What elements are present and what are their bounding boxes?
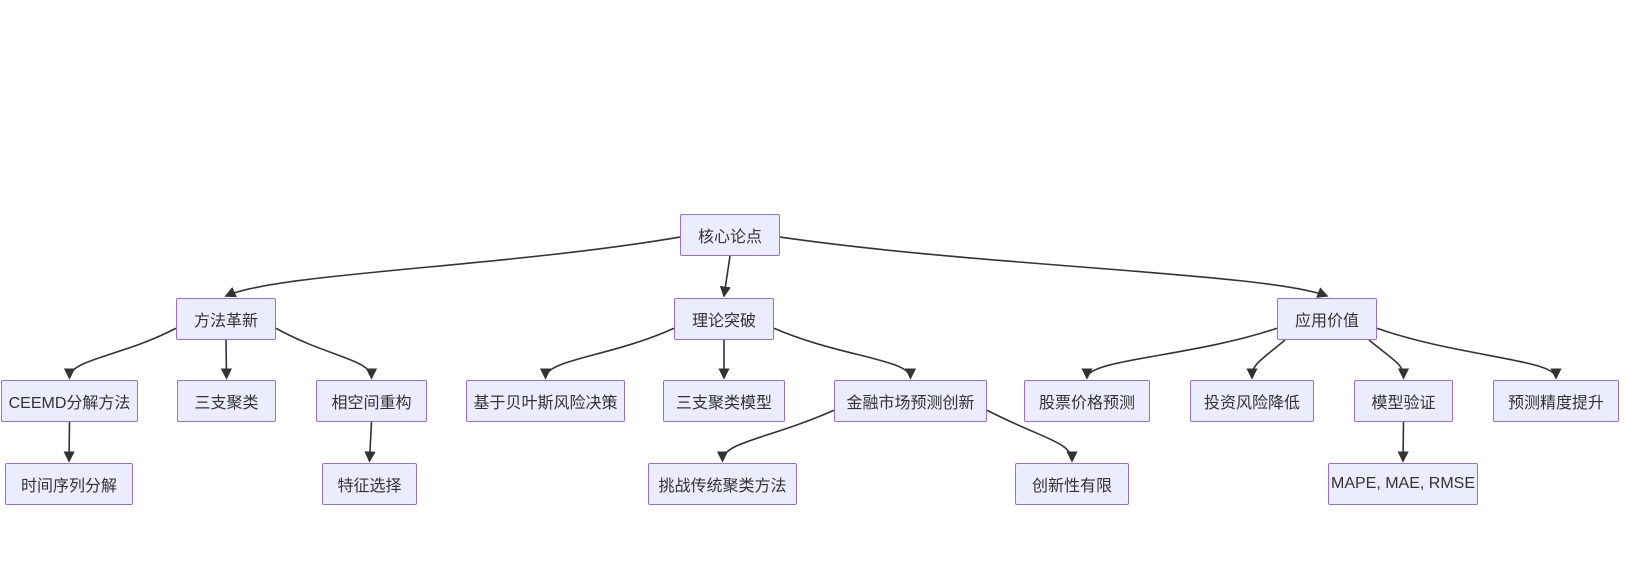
flowchart-node-feature: 特征选择 — [322, 463, 417, 505]
flowchart-node-timeseries: 时间序列分解 — [5, 463, 133, 505]
edge-finance-challenge — [716, 409, 835, 463]
edge-theory-finance — [773, 327, 917, 380]
edge-phase-feature — [364, 421, 376, 463]
edge-core-method — [224, 236, 681, 298]
flowchart-node-mape: MAPE, MAE, RMSE — [1328, 463, 1478, 505]
edge-method-threeway — [220, 339, 232, 380]
edge-core-application — [779, 236, 1329, 298]
edge-application-accuracy — [1376, 327, 1562, 380]
edge-finance-limited — [986, 409, 1078, 463]
flowchart-node-limited: 创新性有限 — [1015, 463, 1129, 505]
edge-application-invest — [1246, 339, 1286, 380]
edge-model-mape — [1397, 421, 1409, 463]
flowchart-node-finance: 金融市场预测创新 — [834, 380, 987, 422]
flowchart-node-method: 方法革新 — [176, 298, 276, 340]
flowchart-node-application: 应用价值 — [1277, 298, 1377, 340]
edge-ceemd-timeseries — [63, 421, 75, 463]
flowchart-node-bayes: 基于贝叶斯风险决策 — [466, 380, 625, 422]
edge-application-model — [1368, 339, 1410, 380]
edge-method-phase — [275, 327, 378, 380]
flowchart-node-accuracy: 预测精度提升 — [1493, 380, 1619, 422]
flowchart-node-theory: 理论突破 — [674, 298, 774, 340]
flowchart-node-stock: 股票价格预测 — [1024, 380, 1150, 422]
edge-theory-bayes — [539, 327, 675, 380]
edge-core-theory — [719, 255, 731, 298]
flowchart-node-threemodel: 三支聚类模型 — [663, 380, 785, 422]
edge-method-ceemd — [63, 327, 177, 380]
flowchart-node-ceemd: CEEMD分解方法 — [1, 380, 138, 422]
flowchart-node-phase: 相空间重构 — [316, 380, 427, 422]
edge-application-stock — [1081, 327, 1278, 380]
flowchart-node-invest: 投资风险降低 — [1190, 380, 1314, 422]
flowchart-node-threeway: 三支聚类 — [177, 380, 276, 422]
flowchart-node-model: 模型验证 — [1354, 380, 1453, 422]
flowchart-node-core: 核心论点 — [680, 214, 780, 256]
flowchart-node-challenge: 挑战传统聚类方法 — [648, 463, 797, 505]
